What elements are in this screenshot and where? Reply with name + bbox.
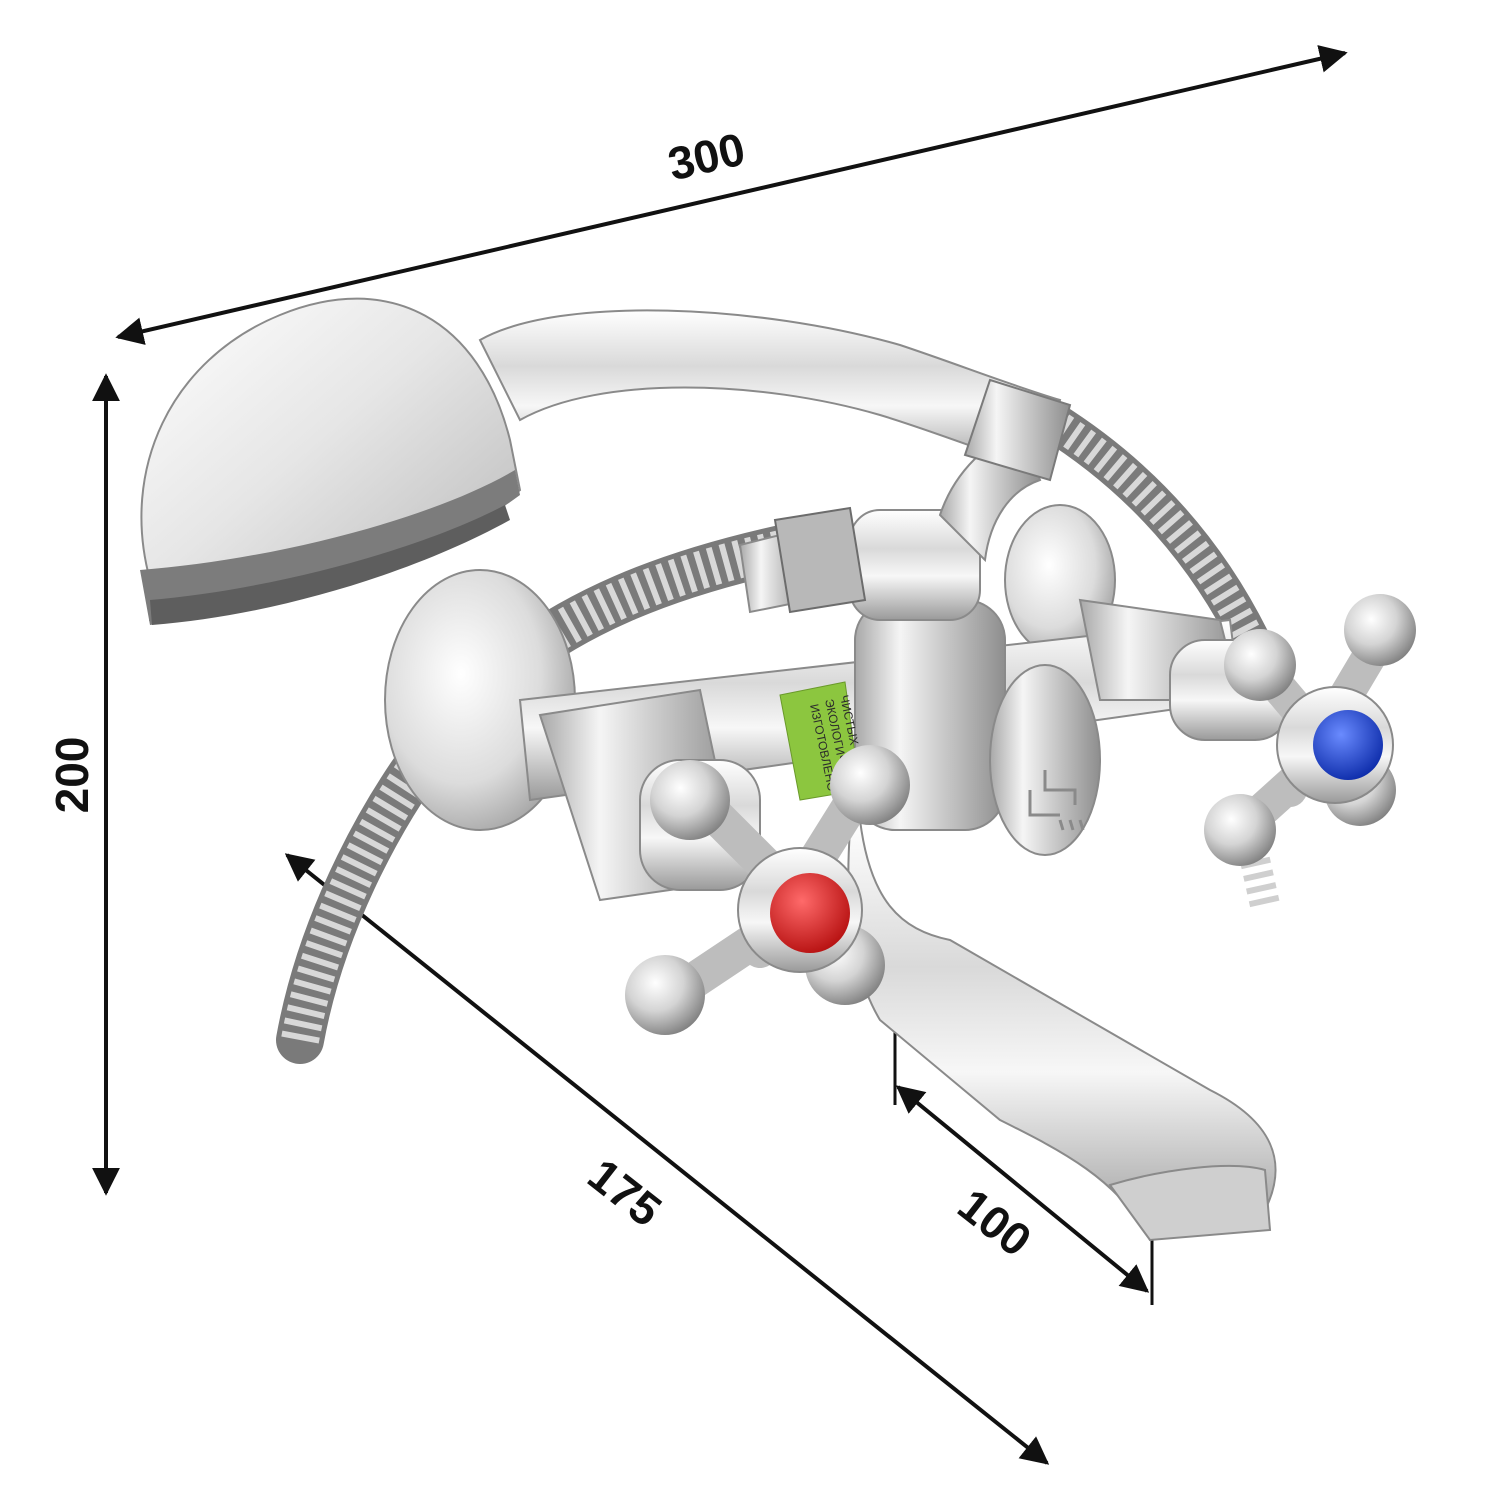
- hot-cross-handle[interactable]: [625, 745, 910, 1035]
- shower-logo-icon: [1028, 770, 1085, 831]
- mixer-body: [518, 428, 1242, 856]
- hot-cap-icon: [770, 873, 850, 953]
- spout-dimension-line: [895, 1085, 1150, 1293]
- width-dimension-line: [115, 45, 1348, 345]
- shower-head: [140, 297, 1072, 625]
- hot-valve: [538, 688, 910, 1035]
- width-dimension-label: 300: [663, 122, 749, 190]
- depth-dimension-label: 175: [579, 1148, 671, 1236]
- spout: [847, 817, 1277, 1242]
- cold-cap-icon: [1313, 710, 1383, 780]
- height-dimension-label: 200: [46, 737, 98, 814]
- cold-cross-handle[interactable]: [1204, 594, 1416, 866]
- cold-valve: [1078, 594, 1416, 866]
- depth-dimension-line: [284, 853, 1050, 1465]
- dimension-lines: [92, 45, 1348, 1465]
